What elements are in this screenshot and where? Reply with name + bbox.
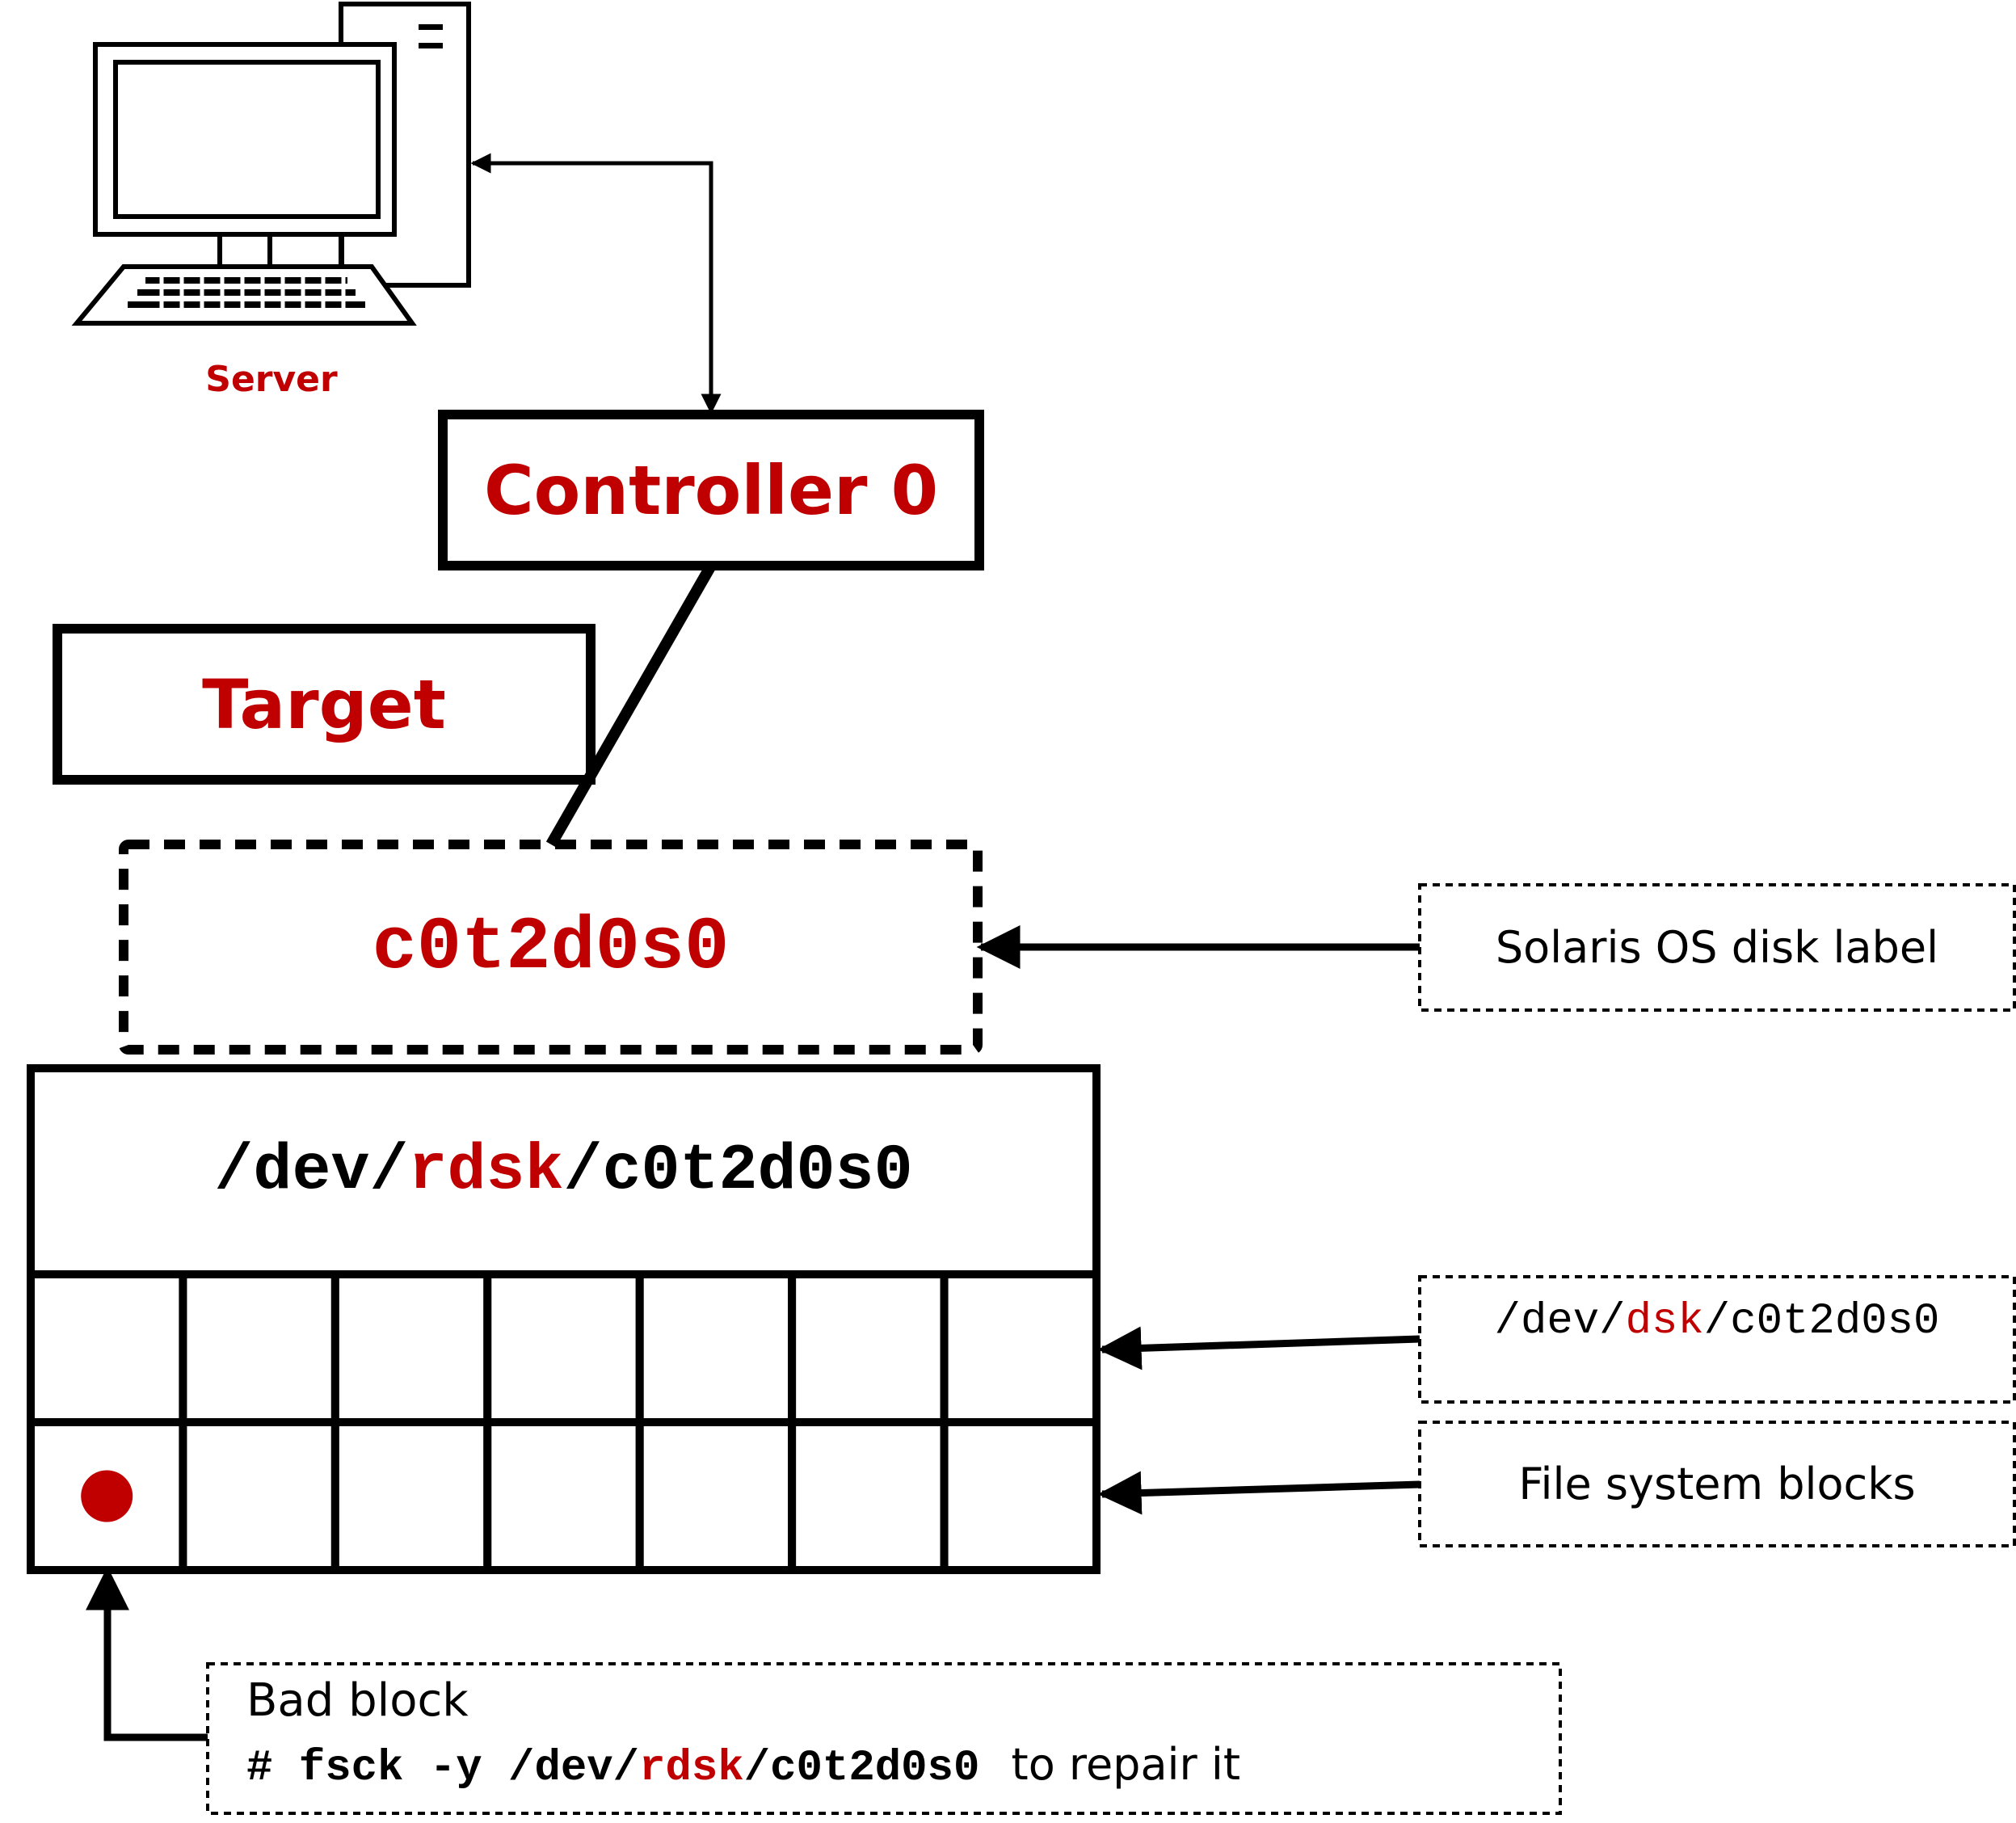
server-label: Server	[205, 359, 338, 400]
bad-block-title: Bad block	[246, 1674, 469, 1727]
fs-blocks-arrow	[1097, 1471, 1420, 1515]
disk-label-callout-text: Solaris OS disk label	[1495, 922, 1939, 973]
block-device-suffix: /c0t2d0s0	[1703, 1297, 1940, 1346]
keyboard-keys	[128, 277, 365, 308]
fsck-command: # fsck -y /dev/rdsk/c0t2d0s0	[246, 1744, 979, 1793]
block-cell	[635, 1418, 797, 1574]
bad-block-callout-box	[206, 1662, 1562, 1815]
block-device-callout-text: /dev/dsk/c0t2d0s0	[1422, 1279, 2012, 1364]
block-device-arrow	[1097, 1326, 1420, 1370]
fs-blocks-callout-text: File system blocks	[1518, 1459, 1916, 1509]
fsck-command-suffix: /c0t2d0s0	[743, 1744, 980, 1793]
raw-device-suffix: /c0t2d0s0	[563, 1135, 913, 1208]
controller-box	[438, 410, 984, 570]
block-device-prefix: /dev/	[1494, 1297, 1626, 1346]
disk-label: c0t2d0s0	[372, 904, 730, 990]
bad-block-command: # fsck -y /dev/rdsk/c0t2d0s0 to repair i…	[246, 1739, 1240, 1793]
block-cell	[179, 1418, 339, 1574]
desktop-computer-icon	[71, 2, 471, 326]
bad-block-arrow	[86, 1566, 208, 1741]
controller-label: Controller 0	[483, 450, 939, 530]
block-cell	[940, 1270, 1101, 1426]
fsck-command-prefix: # fsck -y /dev/	[246, 1744, 640, 1793]
target-box	[53, 624, 596, 785]
block-cell	[788, 1418, 949, 1574]
block-cell	[788, 1270, 949, 1426]
controller-disk-connector	[545, 562, 717, 848]
bad-block-marker	[81, 1470, 133, 1522]
block-cell	[483, 1418, 644, 1574]
raw-device-prefix: /dev/	[214, 1135, 409, 1208]
block-cell	[940, 1418, 1101, 1574]
block-device-highlight: dsk	[1625, 1297, 1704, 1346]
block-cell	[483, 1270, 644, 1426]
block-cell	[635, 1270, 797, 1426]
target-label: Target	[202, 664, 446, 744]
fsck-command-tail: to repair it	[1011, 1739, 1241, 1790]
server-controller-connector	[470, 153, 722, 415]
block-grid	[27, 1270, 1101, 1574]
block-cell	[330, 1418, 492, 1574]
raw-device-highlight: rdsk	[408, 1135, 564, 1208]
disk-dashed-box	[119, 840, 983, 1055]
monitor-screen	[113, 60, 381, 219]
raw-device-path: /dev/rdsk/c0t2d0s0	[35, 1072, 1092, 1270]
fsck-command-highlight: rdsk	[639, 1744, 744, 1793]
block-cell	[179, 1270, 339, 1426]
block-cell	[330, 1270, 492, 1426]
fs-blocks-callout-box	[1418, 1421, 2016, 1547]
block-cell	[27, 1270, 187, 1426]
